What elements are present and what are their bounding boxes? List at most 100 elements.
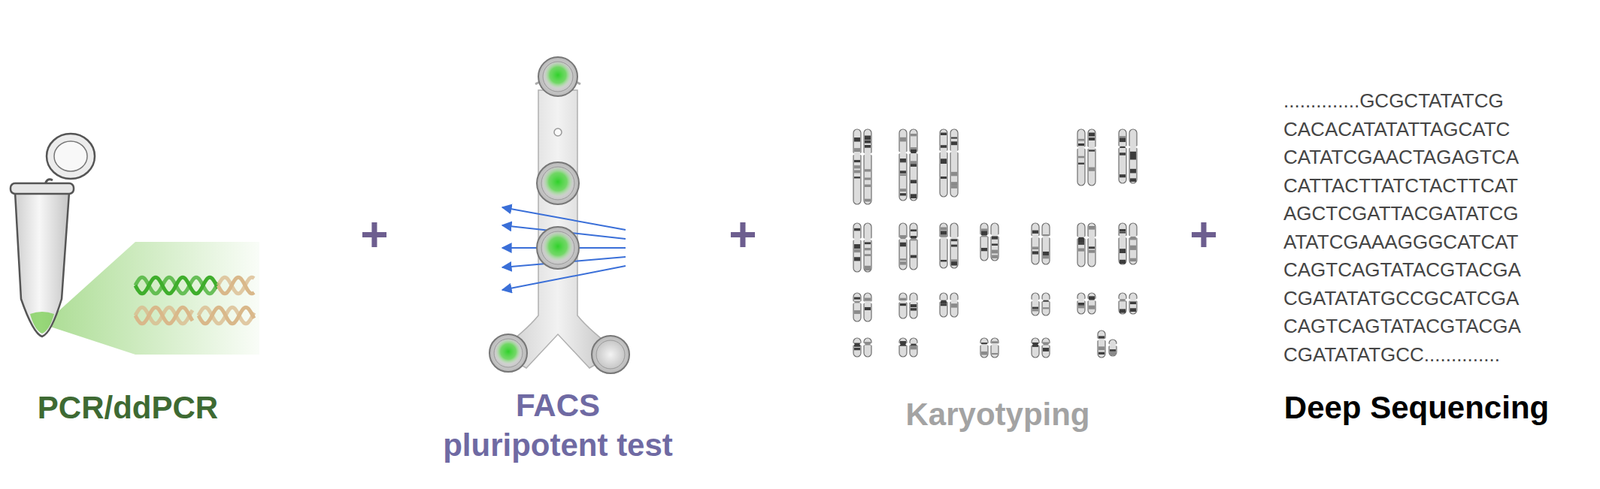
chromosome-band	[854, 244, 861, 249]
cell-inner	[493, 339, 523, 368]
chromosome-band	[1119, 174, 1126, 178]
chromosome-body	[899, 129, 907, 201]
chromosome	[898, 293, 908, 319]
chromosome-body	[1031, 223, 1040, 265]
plus-sign: +	[728, 206, 757, 264]
chromosome	[939, 129, 949, 197]
sequence-line: CACACATATATTAGCATC	[1283, 118, 1510, 142]
method-label: Deep Sequencing	[1284, 389, 1549, 428]
chromosome-band	[981, 342, 988, 345]
cell-membrane	[538, 57, 578, 97]
droplet	[554, 128, 562, 137]
chromosome-band	[864, 184, 871, 188]
chromosome-band	[864, 242, 871, 245]
centromere	[990, 343, 1000, 347]
chromosome-body	[990, 223, 999, 261]
centromere	[909, 300, 919, 304]
chromosome-band	[981, 351, 988, 356]
fluorescence	[495, 339, 522, 365]
sequence-line: CAGTCAGTATACGTACGA	[1283, 258, 1522, 282]
chromosome-band	[854, 257, 861, 261]
chromosome-body	[1118, 129, 1127, 184]
chromosome-band	[991, 341, 998, 344]
centromere	[852, 152, 862, 156]
chromosome-band	[991, 353, 998, 355]
sequence-line: ATATCGAAAGGGCATCAT	[1283, 230, 1519, 255]
chromosome	[949, 293, 959, 318]
tube-body	[15, 192, 70, 337]
chromosome-band	[864, 307, 871, 311]
chromosome-body	[909, 293, 918, 319]
chromosome-body	[853, 129, 861, 205]
chromosome	[852, 338, 862, 358]
centromere	[1030, 299, 1040, 303]
chromosome-body	[899, 223, 907, 270]
chromosome	[990, 223, 1000, 261]
centromere	[1118, 145, 1128, 149]
chromosome-body	[1077, 293, 1085, 315]
chromosome-band	[864, 298, 871, 301]
chromosome-band	[1088, 296, 1095, 300]
chromosome-band	[910, 308, 917, 311]
laser-line	[502, 207, 626, 231]
chromosome-body	[950, 129, 958, 197]
chromosome-band	[981, 228, 988, 231]
centromere	[1041, 235, 1051, 239]
chromosome-band	[1042, 300, 1049, 303]
chromosome-body	[1129, 293, 1137, 315]
chromosome	[863, 338, 873, 358]
chromosome-band	[910, 149, 917, 154]
cells	[489, 57, 630, 374]
chromosome-band	[1042, 234, 1049, 237]
chromosome	[852, 293, 862, 322]
chromosome-body	[1097, 330, 1106, 358]
chromosome-band	[940, 160, 947, 164]
cell-membrane	[591, 336, 630, 374]
chromosome-body	[909, 129, 918, 201]
chromosome-body	[1087, 223, 1096, 267]
chromosome	[863, 129, 873, 205]
chromosome-band	[951, 239, 958, 242]
chromosome-band	[910, 304, 917, 308]
dna-strand-green	[135, 277, 219, 294]
chromosome-body	[1087, 129, 1096, 186]
chromosome	[979, 338, 989, 358]
chromosome	[990, 338, 1000, 358]
chromosome	[852, 223, 862, 273]
chromosome-band	[1130, 236, 1137, 240]
dna-strand-tan	[198, 307, 255, 325]
chromosome-band	[1032, 230, 1039, 234]
chromosome-band	[1109, 351, 1116, 357]
centromere	[909, 236, 919, 240]
chromosome	[979, 223, 989, 261]
tube-rim	[10, 183, 74, 194]
chromosome-band	[900, 303, 907, 307]
centromere	[1087, 236, 1097, 240]
chromosome-band	[951, 303, 958, 308]
chromosome-band	[1088, 149, 1095, 152]
chromosome-band	[900, 242, 907, 248]
chromosome-band	[854, 310, 861, 315]
centromere	[1128, 298, 1138, 302]
chromosome-band	[900, 344, 907, 347]
chromosome-band	[951, 137, 958, 140]
chromosome-band	[1119, 309, 1126, 313]
centromere	[863, 301, 873, 305]
chromosome-band	[910, 255, 917, 259]
chromosome	[1128, 293, 1138, 315]
centromere	[852, 301, 862, 305]
chromosome-band	[1088, 226, 1095, 230]
centromere	[898, 236, 908, 240]
chromosome	[898, 223, 908, 270]
chromosome-band	[910, 133, 917, 137]
chromosome	[909, 129, 919, 201]
chromosome-band	[1042, 255, 1049, 259]
chromosome	[1030, 223, 1040, 265]
chromosome-band	[1078, 248, 1085, 252]
chromosome-band	[991, 250, 998, 255]
dna-strand-tan	[218, 277, 255, 294]
cell	[536, 227, 579, 270]
chromosome-body	[1031, 338, 1040, 358]
chromosome-band	[940, 260, 947, 262]
centromere	[1128, 145, 1138, 149]
